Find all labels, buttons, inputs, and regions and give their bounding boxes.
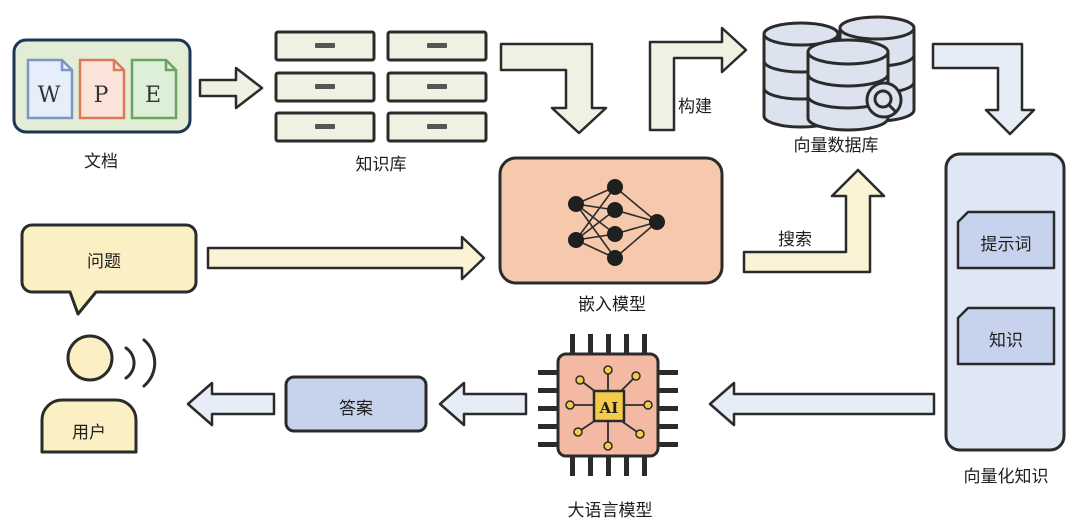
vectorized-knowledge-panel: [944, 152, 1066, 452]
powerpoint-letter: P: [94, 83, 109, 108]
answer-box: [284, 375, 428, 433]
excel-file-icon: E: [130, 58, 178, 120]
question-label: 问题: [87, 252, 121, 272]
word-file-icon: W: [26, 58, 74, 120]
arrow-kb-to-embedding: [499, 42, 608, 135]
knowledge-base-icon: [274, 30, 488, 143]
llm-label: 大语言模型: [567, 501, 653, 521]
word-letter: W: [38, 83, 61, 108]
vector-db-label: 向量数据库: [793, 136, 879, 156]
embedding-model-node: [498, 156, 724, 285]
chip-ai-text: AI: [599, 399, 619, 417]
llm-chip-icon: AI: [538, 334, 678, 476]
arrow-db-to-panel: [931, 42, 1036, 136]
arrow-answer-to-user: [186, 381, 276, 427]
vectorized-knowledge-label: 向量化知识: [963, 467, 1049, 487]
arrow-panel-to-llm: [708, 381, 936, 427]
prompt-item-label: 提示词: [980, 235, 1032, 255]
documents-node: W P E: [12, 38, 192, 134]
build-edge-label: 构建: [678, 97, 712, 117]
knowledge-base-label: 知识库: [355, 155, 407, 175]
answer-label: 答案: [339, 399, 373, 419]
knowledge-item-label: 知识: [989, 331, 1023, 351]
arrow-build: [648, 26, 748, 132]
arrow-question-to-embedding: [206, 235, 486, 281]
excel-letter: E: [145, 83, 161, 108]
powerpoint-file-icon: P: [78, 58, 126, 120]
documents-label: 文档: [84, 152, 118, 172]
user-icon: [40, 334, 157, 454]
search-edge-label: 搜索: [778, 230, 812, 250]
user-label: 用户: [72, 423, 106, 443]
arrow-docs-to-kb: [198, 66, 264, 110]
embedding-model-label: 嵌入模型: [578, 295, 646, 315]
arrow-llm-to-answer: [438, 381, 528, 427]
question-bubble: [20, 223, 198, 316]
arrow-search: [742, 168, 886, 274]
vector-database-icon: [762, 15, 916, 132]
